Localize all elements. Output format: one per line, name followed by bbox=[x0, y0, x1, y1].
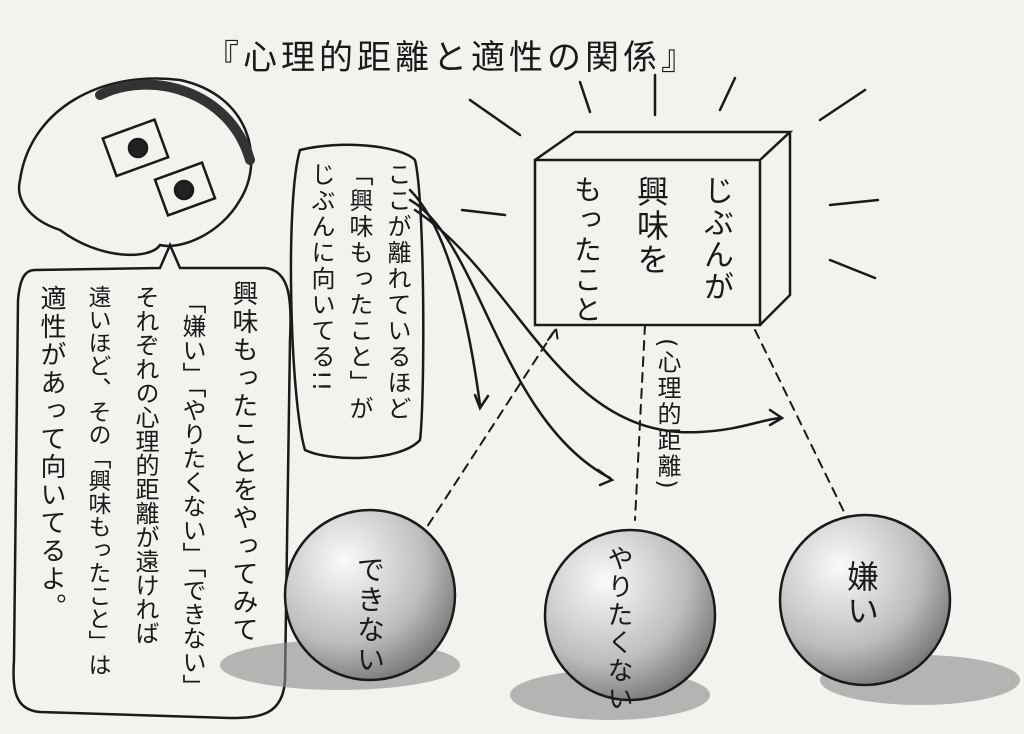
distance-label: (心理的距離) bbox=[653, 338, 681, 491]
middle-bubble-line: 「興味もったこと」が bbox=[345, 162, 373, 422]
box-line: もったこと bbox=[570, 175, 603, 325]
ball-label: 嫌い bbox=[842, 560, 880, 628]
ball-label: できない bbox=[353, 555, 386, 675]
middle-bubble-line: ここが離れているほど bbox=[383, 162, 411, 422]
middle-bubble-line: じぶんに向いてる!! bbox=[307, 162, 335, 394]
left-bubble-line: 「嫌い」「やりたくない」「できない」 bbox=[178, 290, 206, 698]
box-line: じぶんが bbox=[698, 175, 733, 303]
ball-label: やりたくない bbox=[603, 545, 633, 713]
title: 『心理的距離と適性の関係』 bbox=[205, 38, 699, 78]
left-bubble-line: 興味もったことをやってみて bbox=[228, 280, 258, 644]
character-icon bbox=[17, 77, 255, 256]
left-bubble-line: 遠いほど、その「興味もったこと」は bbox=[84, 285, 110, 676]
box-line: 興味を bbox=[632, 175, 670, 277]
left-bubble-line: それぞれの心理的距離が遠ければ bbox=[131, 285, 159, 645]
balls bbox=[220, 508, 1020, 720]
left-bubble-line: 適性があって向いてるよ。 bbox=[36, 285, 66, 621]
